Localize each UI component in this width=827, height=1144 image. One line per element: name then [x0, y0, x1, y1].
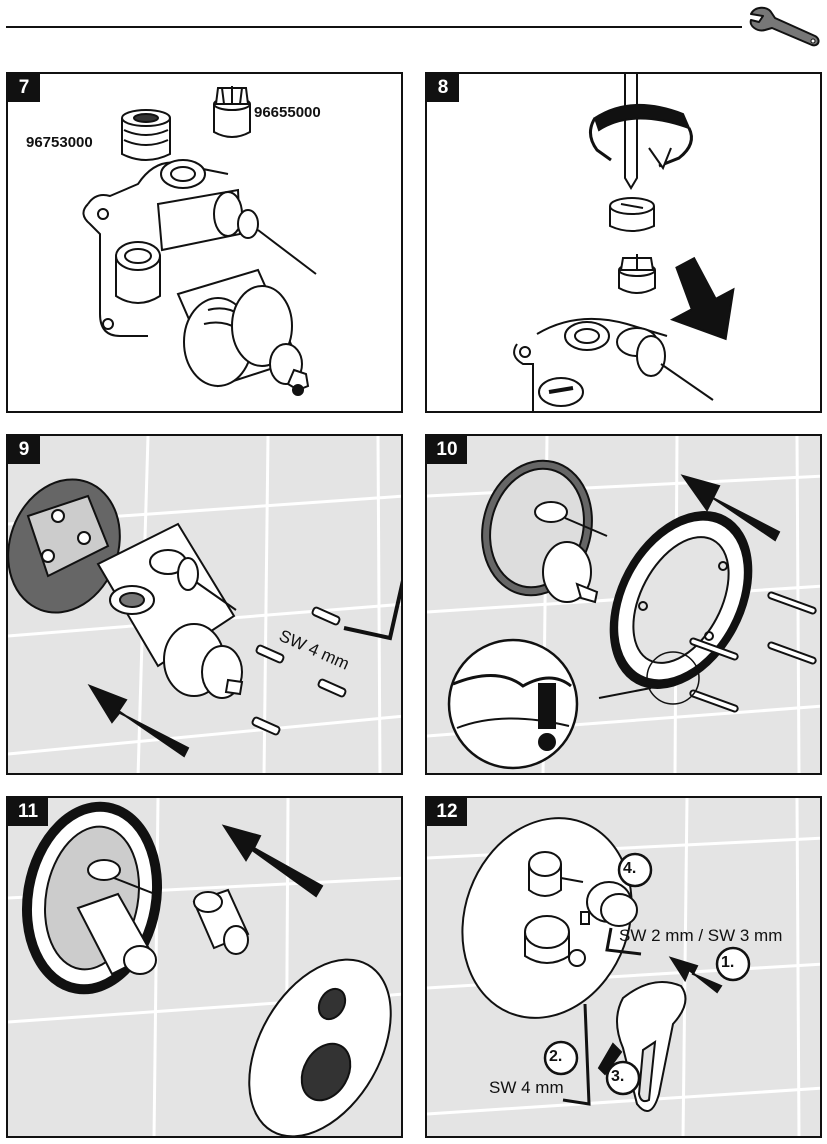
- step-8-panel: 8: [425, 72, 822, 413]
- step-12-panel: 12 4. 1. 2. 3.: [425, 796, 822, 1138]
- mixer-body-illustration: [82, 86, 317, 396]
- callout-1: 1.: [721, 954, 735, 971]
- part-number-check-valve: 96655000: [254, 104, 321, 121]
- step-number: 7: [8, 74, 40, 102]
- callout-2: 2.: [549, 1048, 563, 1065]
- callout-4: 4.: [623, 860, 637, 877]
- step-number: 11: [8, 798, 48, 826]
- step-11-panel: 11: [6, 796, 403, 1138]
- wrench-size-label-b: SW 4 mm: [489, 1078, 564, 1097]
- step-9-panel: 9 SW 4 mm: [6, 434, 403, 775]
- callout-3: 3.: [611, 1068, 625, 1085]
- part-number-cartridge: 96753000: [26, 134, 93, 151]
- step-10-panel: 10 !: [425, 434, 822, 775]
- header-rule: [6, 26, 742, 28]
- step-number: 10: [427, 436, 467, 464]
- step-number: 9: [8, 436, 40, 464]
- mount-plate-illustration: [8, 436, 401, 773]
- escutcheon-fit-illustration: [427, 436, 820, 773]
- step-number: 12: [427, 798, 467, 826]
- screwdriver-insert-illustration: [513, 74, 735, 411]
- wrench-icon: [749, 6, 820, 47]
- step-7-panel: 7 96753000 96655000: [6, 72, 403, 413]
- handle-fit-illustration: [427, 798, 820, 1136]
- step-number: 8: [427, 74, 459, 102]
- cover-plate-illustration: [8, 798, 401, 1136]
- wrench-size-label-a: SW 2 mm / SW 3 mm: [619, 926, 783, 945]
